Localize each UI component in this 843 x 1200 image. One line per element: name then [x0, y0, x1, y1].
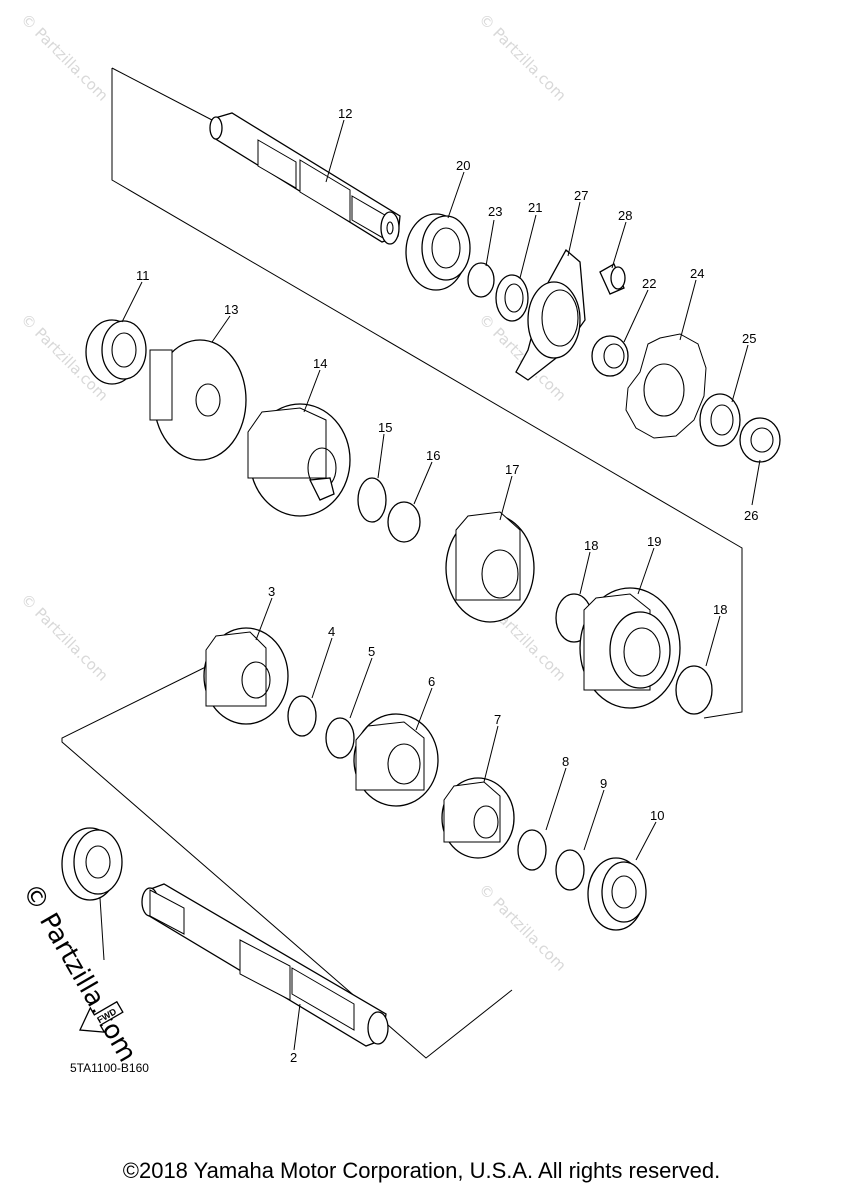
callout-6: 6: [428, 674, 435, 689]
callout-4: 4: [328, 624, 335, 639]
copyright-notice: ©2018 Yamaha Motor Corporation, U.S.A. A…: [122, 1158, 721, 1183]
lock-washer-25: [699, 393, 741, 447]
circlip-23: [467, 262, 495, 298]
callout-20: 20: [456, 158, 470, 173]
gear-3: [203, 627, 289, 725]
callout-26: 26: [744, 508, 758, 523]
callout-5: 5: [368, 644, 375, 659]
circlip-15: [357, 477, 387, 523]
svg-text:© Partzilla.com: © Partzilla.com: [17, 590, 112, 685]
callout-18-upper: 18: [584, 538, 598, 553]
callout-17: 17: [505, 462, 519, 477]
gear-13: [149, 339, 247, 461]
circlip-18-lower: [675, 665, 713, 715]
callout-8: 8: [562, 754, 569, 769]
callout-9: 9: [600, 776, 607, 791]
circlip-9: [555, 849, 585, 891]
oil-seal-21: [495, 274, 529, 322]
bearing-10: [587, 857, 647, 931]
washer-4: [287, 695, 317, 737]
gear-7: [441, 777, 515, 859]
gear-19: [579, 587, 681, 709]
callout-25: 25: [742, 331, 756, 346]
washer-8: [517, 829, 547, 871]
retainer-plate-27: [515, 248, 586, 381]
svg-text:© Partzilla.com: © Partzilla.com: [475, 10, 570, 105]
bolt-28: [599, 263, 626, 295]
callout-13: 13: [224, 302, 238, 317]
partzilla-watermark-vertical: © Partzilla.com: [16, 879, 142, 1068]
bearing-11: [85, 319, 147, 385]
callout-24: 24: [690, 266, 704, 281]
svg-text:© Partzilla.com: © Partzilla.com: [475, 880, 570, 975]
callout-12: 12: [338, 106, 352, 121]
nut-26: [739, 417, 781, 463]
callout-23: 23: [488, 204, 502, 219]
callout-28: 28: [618, 208, 632, 223]
callout-10: 10: [650, 808, 664, 823]
collar-22: [591, 335, 629, 377]
callout-21: 21: [528, 200, 542, 215]
callout-22: 22: [642, 276, 656, 291]
callout-14: 14: [313, 356, 327, 371]
callout-16: 16: [426, 448, 440, 463]
leader-lines: [99, 119, 761, 1051]
boundary-lines: [61, 67, 743, 1059]
callout-19: 19: [647, 534, 661, 549]
gear-17: [445, 511, 535, 623]
callout-3: 3: [268, 584, 275, 599]
callout-18-lower: 18: [713, 602, 727, 617]
diagram-code: 5TA1100-B160: [70, 1061, 149, 1075]
gear-14: [247, 403, 351, 517]
callout-2: 2: [290, 1050, 297, 1065]
drive-axle-2: [141, 883, 389, 1047]
svg-text:© Partzilla.com: © Partzilla.com: [17, 10, 112, 105]
circlip-5: [325, 717, 355, 759]
bearing-left: [61, 827, 123, 901]
fwd-arrow: FWD: [79, 1000, 124, 1033]
gear-6: [353, 713, 439, 807]
callout-labels: 12 20 23 21 27 28 22 24 25 26 11 13 14 1…: [136, 106, 758, 1065]
main-axle: [209, 112, 401, 245]
bearing-20: [405, 213, 471, 291]
callout-11: 11: [136, 268, 150, 283]
drive-sprocket-24: [625, 333, 707, 439]
callout-7: 7: [494, 712, 501, 727]
callout-15: 15: [378, 420, 392, 435]
callout-27: 27: [574, 188, 588, 203]
washer-16: [387, 501, 421, 543]
